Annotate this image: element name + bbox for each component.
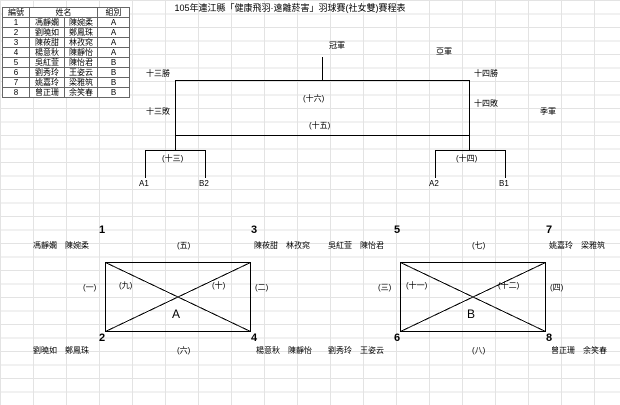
left-winner-label: 十三勝 [146,69,170,78]
group-b-seed-5: 5 [394,224,401,236]
group-a-team-4: 楊意秋 陳靜怡 [256,346,312,355]
roster-group-cell: A [97,37,130,48]
roster-header-name: 姓名 [29,7,98,18]
roster-name1-cell: 馮靜嫻 [29,17,65,28]
roster-row: 6 劉秀玲 王姿云 B [2,67,130,78]
group-b-match-right: (四) [550,283,564,292]
roster-group-cell: A [97,17,130,28]
slot-a2-label: A2 [429,179,439,188]
group-b-label: B [467,307,476,321]
sheet-title: 105年連江縣「健康飛羽·遠離菸害」羽球賽(社女雙)賽程表 [174,3,406,13]
roster-group-cell: B [97,77,130,88]
group-b-team-5: 吳紅萱 陳怡君 [328,241,384,250]
group-a-match-left: (一) [83,283,97,292]
roster-number-cell: 5 [2,57,30,68]
group-a-seed-3: 3 [251,224,258,236]
roster-table: 編號 姓名 組別 1 馮靜嫻 陳婉柔 A 2 劉曉如 鄭鳳珠 A 3 陳莜甜 林… [2,7,130,98]
roster-header-group: 組別 [97,7,130,18]
group-b-match-diag-right: (十二) [498,281,520,290]
group-b-match-left: (三) [378,283,392,292]
roster-number-cell: 4 [2,47,30,58]
third-place-label: 季軍 [540,107,556,116]
roster-name2-cell: 余笑春 [64,87,98,98]
roster-row: 2 劉曉如 鄭鳳珠 A [2,27,130,38]
roster-group-cell: A [97,47,130,58]
roster-name1-cell: 陳莜甜 [29,37,65,48]
group-a-label: A [172,307,181,321]
roster-name2-cell: 陳婉柔 [64,17,98,28]
right-loser-label: 十四敗 [474,99,498,108]
roster-group-cell: A [97,27,130,38]
roster-row: 1 馮靜嫻 陳婉柔 A [2,17,130,28]
group-a-match-top: (五) [177,241,191,250]
group-b-team-6: 劉秀玲 王姿云 [328,346,384,355]
roster-row: 3 陳莜甜 林孜窕 A [2,37,130,48]
semifinal-left-match-number: (十三) [162,154,184,163]
final-match-number: (十六) [303,94,325,103]
roster-name1-cell: 姚嘉玲 [29,77,65,88]
group-a-match-diag-left: (九) [119,281,133,290]
group-a-match-diag-right: (十) [212,281,226,290]
roster-number-cell: 7 [2,77,30,88]
roster-header-number: 編號 [2,7,30,18]
group-a-match-right: (二) [255,283,269,292]
group-a-team-1: 馮靜嫻 陳婉柔 [33,241,89,250]
group-b-match-diag-left: (十一) [406,281,428,290]
roster-group-cell: B [97,87,130,98]
roster-name1-cell: 劉秀玲 [29,67,65,78]
roster-name1-cell: 曾正珊 [29,87,65,98]
group-a-diagonal-2 [105,262,251,332]
slot-b2-label: B2 [199,179,209,188]
group-b-box [400,262,546,332]
roster-group-cell: B [97,57,130,68]
roster-name2-cell: 陳怡君 [64,57,98,68]
roster-name2-cell: 陳靜怡 [64,47,98,58]
slot-b1-label: B1 [499,179,509,188]
roster-group-cell: B [97,67,130,78]
group-b-seed-8: 8 [546,332,553,344]
group-b-team-8: 曾正珊 余笑春 [551,346,607,355]
group-a-team-2: 劉曉如 鄭鳳珠 [33,346,89,355]
group-a-match-bottom: (六) [177,346,191,355]
left-loser-label: 十三敗 [146,107,170,116]
group-b-diagonal-2 [400,262,546,332]
group-b-team-7: 姚嘉玲 梁雅筑 [549,241,605,250]
group-a-box [105,262,251,332]
right-winner-label: 十四勝 [474,69,498,78]
group-a-rect [105,262,251,332]
third-place-match-number: (十五) [309,121,331,130]
group-b-seed-7: 7 [546,224,553,236]
roster-name1-cell: 劉曉如 [29,27,65,38]
semifinal-right-match-number: (十四) [456,154,478,163]
roster-name2-cell: 鄭鳳珠 [64,27,98,38]
roster-row: 8 曾正珊 余笑春 B [2,87,130,98]
roster-name2-cell: 林孜窕 [64,37,98,48]
roster-row: 4 楊意秋 陳靜怡 A [2,47,130,58]
roster-name1-cell: 吳紅萱 [29,57,65,68]
group-b-match-bottom: (八) [472,346,486,355]
runner-up-label: 亞軍 [436,47,452,56]
group-a-team-3: 陳莜甜 林孜窕 [254,241,310,250]
roster-name1-cell: 楊意秋 [29,47,65,58]
champion-label: 冠軍 [329,41,345,50]
roster-number-cell: 8 [2,87,30,98]
roster-row: 5 吳紅萱 陳怡君 B [2,57,130,68]
slot-a1-label: A1 [139,179,149,188]
group-b-match-top: (七) [472,241,486,250]
roster-number-cell: 1 [2,17,30,28]
group-b-rect [400,262,546,332]
roster-number-cell: 3 [2,37,30,48]
group-a-seed-2: 2 [99,332,106,344]
roster-name2-cell: 梁雅筑 [64,77,98,88]
roster-number-cell: 2 [2,27,30,38]
roster-header-row: 編號 姓名 組別 [2,7,130,18]
group-b-seed-6: 6 [394,332,401,344]
roster-number-cell: 6 [2,67,30,78]
roster-row: 7 姚嘉玲 梁雅筑 B [2,77,130,88]
group-a-seed-4: 4 [251,332,258,344]
knockout-bracket-lines [145,57,506,178]
group-a-seed-1: 1 [99,224,106,236]
roster-name2-cell: 王姿云 [64,67,98,78]
